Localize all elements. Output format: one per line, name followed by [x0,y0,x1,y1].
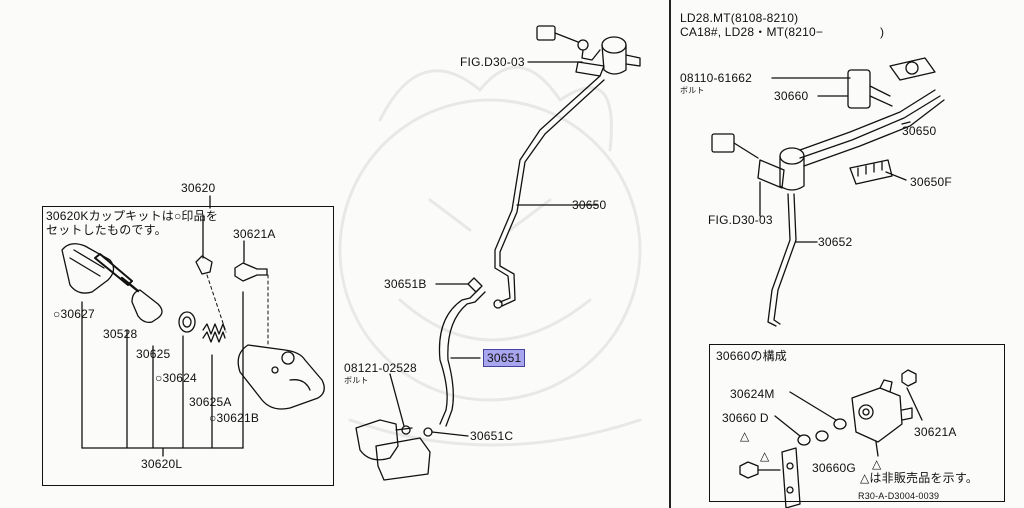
part-30528-label: 30528 [103,327,138,341]
part-30625A-label: 30625A [189,395,232,409]
bolt-part-number: 08121-02528 [344,361,417,375]
part-30621A-left-label: 30621A [233,227,276,241]
right-header-line2: CA18#, LD28・MT(8210− [680,25,824,39]
composition-title: 30660の構成 [716,349,787,363]
part-30627-label: ○30627 [53,307,95,321]
not-sold-note: △は非販売品を示す。 [860,471,979,485]
fig-reference-top: FIG.D30-03 [460,55,525,69]
part-30624-label: ○30624 [155,371,197,385]
component-30660-frame [709,344,1005,502]
part-30650F-label: 30650F [910,175,952,189]
part-30660D-label: 30660 D [722,411,769,425]
part-30650-right-label: 30650 [902,124,937,138]
bolt-kana-label: ボルト [344,376,369,385]
clutch-pipe-right [711,57,945,327]
part-30624M-label: 30624M [730,387,775,401]
right-header-line1: LD28.MT(8108-8210) [680,11,799,25]
fig-reference-right: FIG.D30-03 [708,213,773,227]
part-30625-label: 30625 [136,347,171,361]
part-30621A-right-label: 30621A [914,425,957,439]
bolt2-part-number: 08110-61662 [680,71,753,85]
part-30651B-label: 30651B [384,277,427,291]
triangle-marker-3: △ [872,457,882,471]
slave-cylinder-exploded [61,195,325,457]
part-30660-label: 30660 [774,89,809,103]
part-30660G-label: 30660G [812,461,856,475]
kit-note-line1: 30620Kカップキットは○印品を [46,209,219,223]
part-30652-label: 30652 [818,235,853,249]
triangle-marker-1: △ [740,429,750,443]
right-header-bracket: ) [880,25,885,39]
part-30651C-label: 30651C [470,429,514,443]
watermark-emblem [338,65,642,447]
part-30621B-label: ○30621B [209,411,260,425]
part-30651-highlighted-label[interactable]: 30651 [483,349,526,367]
part-30620-label: 30620 [181,181,216,195]
part-30620L-label: 30620L [141,457,183,471]
triangle-marker-2: △ [760,449,770,463]
part-30650-middle-label: 30650 [572,198,607,212]
diagram-code-label: R30-A-D3004-0039 [858,491,940,501]
bolt2-kana-label: ボルト [680,86,705,95]
cylinder-kit-frame [42,206,334,486]
clutch-pipe-middle [355,25,641,481]
component-30660-detail [739,369,923,508]
kit-note-line2: セットしたものです。 [46,223,167,237]
section-divider [669,0,671,508]
